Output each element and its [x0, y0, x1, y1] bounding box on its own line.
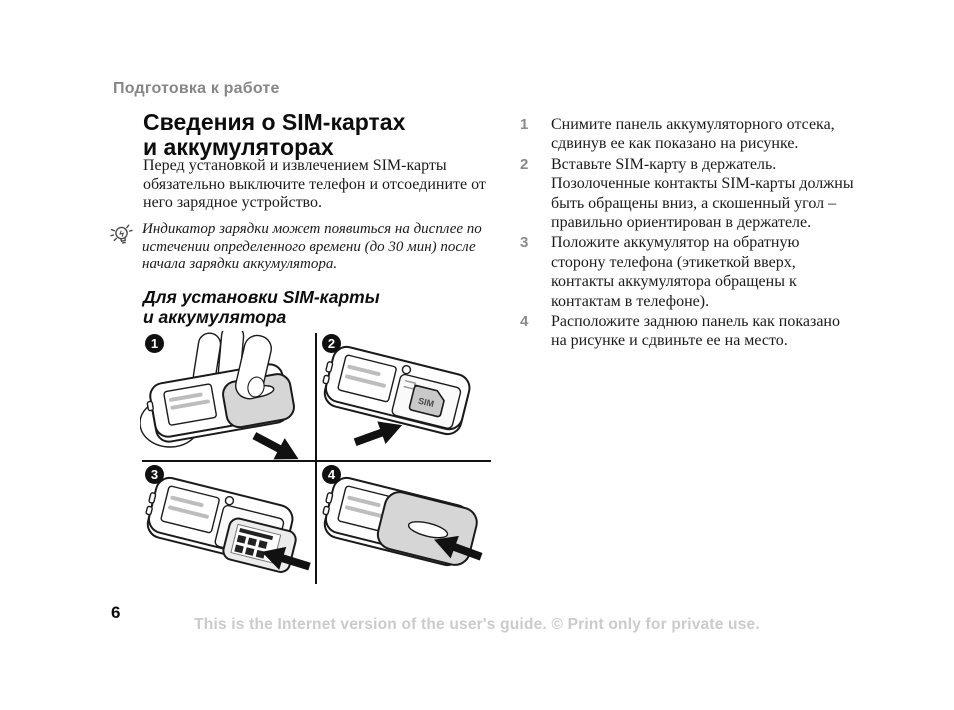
- page-number: 6: [111, 603, 121, 622]
- section-title-line-1: Сведения о SIM-картах: [143, 109, 406, 135]
- footer-note: This is the Internet version of the user…: [194, 616, 760, 633]
- figure-grid: 1: [140, 331, 492, 587]
- direction-arrow: [353, 421, 403, 447]
- figure-number-badge: 2: [322, 334, 341, 353]
- direction-arrow: [252, 432, 299, 460]
- sim-label: SIM: [417, 396, 435, 410]
- section-title: Сведения о SIM-картах и аккумуляторах: [143, 110, 405, 160]
- intro-paragraph: Перед установкой и извлечением SIM-карты…: [143, 157, 486, 211]
- phone-outline: [322, 345, 471, 436]
- step-number: 1: [520, 116, 529, 133]
- illustration-insert-battery: [145, 476, 311, 573]
- sim-card: SIM: [408, 384, 445, 418]
- subsection-title-line-2: и аккумулятора: [143, 307, 287, 327]
- figure-number-badge: 4: [322, 465, 341, 484]
- step-text: Расположите заднюю панель как показано н…: [551, 313, 840, 350]
- illustration-replace-cover: [322, 476, 483, 567]
- tip-note: Индикатор зарядки может появиться на дис…: [110, 221, 495, 274]
- figure-remove-cover: 1: [140, 331, 315, 460]
- lightbulb-icon: [110, 221, 134, 274]
- section-title-line-2: и аккумуляторах: [143, 134, 334, 160]
- battery-cover: [376, 491, 478, 566]
- thumb: [235, 334, 272, 400]
- figure-number-badge: 1: [145, 334, 164, 353]
- figure-number-badge: 3: [145, 465, 164, 484]
- step-text: Вставьте SIM-карту в держатель. Позолоче…: [551, 155, 854, 232]
- figure-grid-vertical-divider: [315, 333, 317, 584]
- figure-grid-horizontal-divider: [142, 460, 491, 462]
- subsection-title-line-1: Для установки SIM-карты: [143, 287, 380, 307]
- direction-arrow: [434, 535, 483, 561]
- step-text: Снимите панель аккумуляторного отсека, с…: [551, 116, 835, 153]
- tip-text: Индикатор зарядки может появиться на дис…: [142, 221, 482, 272]
- step-number: 3: [520, 234, 529, 252]
- step-text: Положите аккумулятор на обратную сторону…: [551, 234, 800, 310]
- figure-replace-cover: 4: [317, 462, 492, 591]
- step-item: 4 Расположите заднюю панель как показано…: [520, 312, 856, 351]
- illustration-remove-cover: [140, 331, 299, 460]
- step-item: 2 Вставьте SIM-карту в держатель. Позоло…: [520, 155, 856, 233]
- chapter-header: Подготовка к работе: [113, 80, 280, 97]
- step-number: 2: [520, 155, 529, 173]
- subsection-title: Для установки SIM-карты и аккумулятора: [143, 287, 380, 327]
- figure-insert-battery: 3: [140, 462, 315, 591]
- direction-arrow: [261, 546, 311, 571]
- step-item: 3 Положите аккумулятор на обратную сторо…: [520, 233, 856, 311]
- steps-list: 1 Снимите панель аккумуляторного отсека,…: [520, 115, 856, 352]
- figure-insert-sim: 2 SIM: [317, 331, 492, 460]
- step-item: 1 Снимите панель аккумуляторного отсека,…: [520, 115, 856, 154]
- illustration-insert-sim: SIM: [322, 345, 471, 447]
- step-number: 4: [520, 313, 529, 331]
